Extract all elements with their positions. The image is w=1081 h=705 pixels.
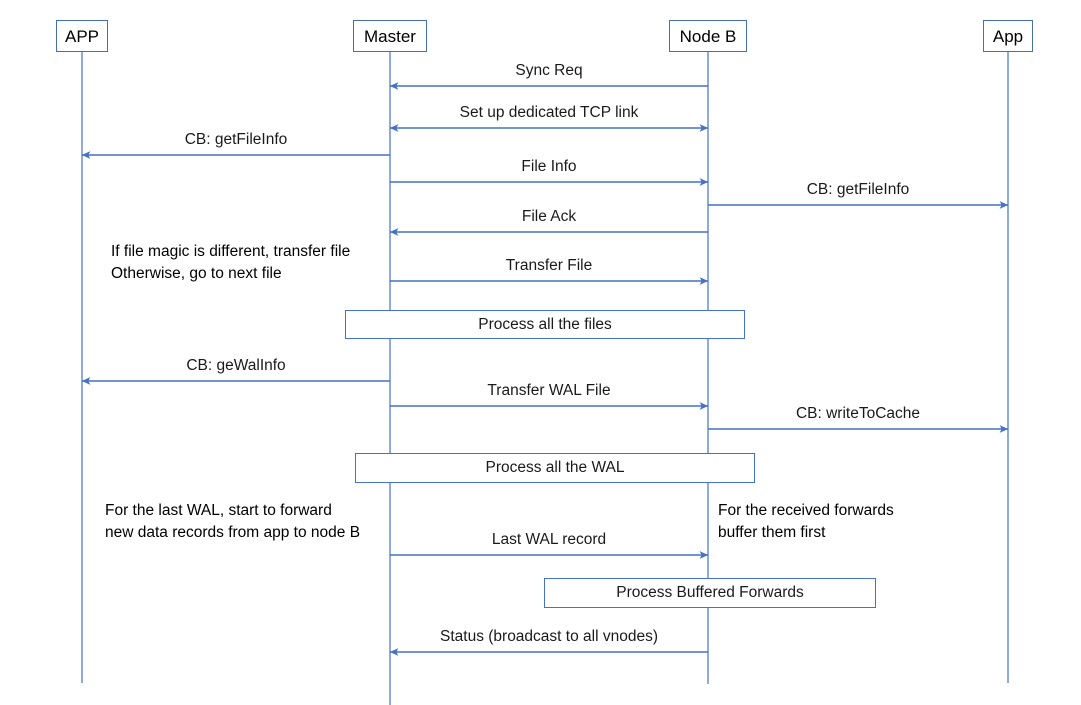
message-label-m4: File Info [521, 158, 577, 175]
lifeline-lines-group [81, 52, 1009, 705]
message-label-m2: Set up dedicated TCP link [459, 104, 639, 121]
message-label-m10: CB: writeToCache [795, 405, 921, 422]
lifeline-header-node_b[interactable]: Node B [669, 20, 747, 52]
lifeline-label: Master [364, 26, 416, 46]
message-label-m12: Status (broadcast to all vnodes) [440, 628, 658, 645]
message-label-m11: Last WAL record [491, 531, 607, 548]
message-label-m8: CB: geWalInfo [186, 357, 286, 374]
lifeline-label: APP [64, 26, 100, 46]
note-n2: For the last WAL, start to forward new d… [105, 502, 361, 542]
message-label-m6: File Ack [521, 208, 577, 225]
activation-label: Process all the WAL [485, 459, 625, 476]
lifeline-label: Node B [679, 26, 737, 46]
message-label-m3: CB: getFileInfo [184, 131, 288, 148]
message-label-m1: Sync Req [515, 62, 583, 79]
message-label-m5: CB: getFileInfo [806, 181, 910, 198]
activation-label: Process Buffered Forwards [616, 584, 804, 601]
activation-box-a2[interactable]: Process all the WAL [355, 453, 755, 483]
message-label-m7: Transfer File [505, 257, 593, 274]
message-label-m9: Transfer WAL File [487, 382, 611, 399]
activation-box-a1[interactable]: Process all the files [345, 310, 745, 339]
note-n3: For the received forwards buffer them fi… [718, 502, 894, 542]
activation-label: Process all the files [478, 315, 612, 333]
lifeline-label: App [992, 26, 1024, 46]
lifeline-header-app_right[interactable]: App [983, 20, 1033, 52]
activation-box-a3[interactable]: Process Buffered Forwards [544, 578, 876, 608]
message-arrows-group [81, 82, 1009, 656]
lifeline-header-app_left[interactable]: APP [56, 20, 108, 52]
lifeline-header-master[interactable]: Master [353, 20, 427, 52]
note-n1: If file magic is different, transfer fil… [111, 243, 351, 283]
